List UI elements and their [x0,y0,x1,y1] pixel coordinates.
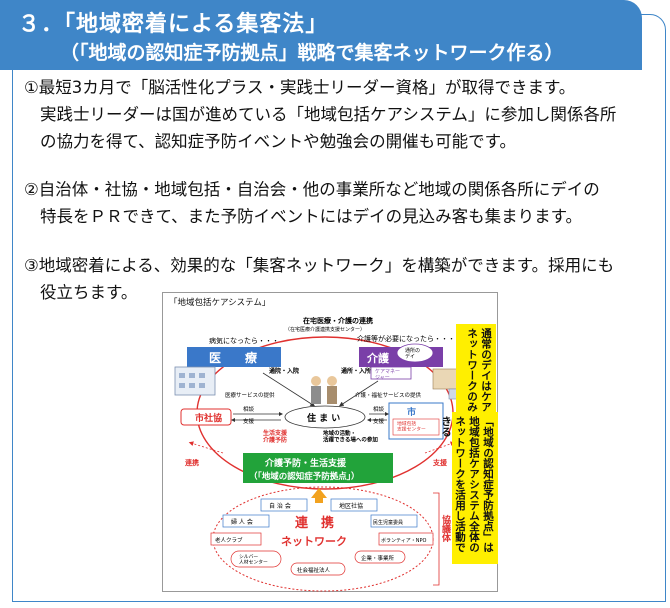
paragraph-1: ①最短3カ月で「脳活性化プラス・実践士リーダー資格」が取得できます。 実践士リー… [24,74,616,155]
paragraph-3: ③地域密着による、効果的な「集客ネットワーク」を構築ができます。採用にも 役立ち… [24,252,614,306]
houkatsu-label: 地域包括支援センター [397,420,426,433]
shakai-fukushi-box [290,562,346,576]
shien-right: 支援 [373,417,385,425]
section-header: ３．「地域密着による集客法」 （「地域の認知症予防拠点」戦略で集客ネットワーク作… [0,0,642,70]
p1-line2: 実践士リーダーは国が進めている「地域包括ケアシステム」に参加し関係各所 [40,105,617,124]
shakyou-label: 市社協 [195,412,222,424]
shakyou-box [180,408,232,426]
chiku-shakyou-label: 地区社協 [339,502,363,510]
up-arrow-icon [311,488,327,503]
shakai-fukushi-label: 社会福祉法人 [297,566,331,574]
zaitaku-sub-label: （在宅医療介護連携支援センター） [285,326,365,333]
callout-prevention-base: 「地域の認知症予防拠点」は地域包括ケアシステム全体のネットワークを活用し活動でき… [440,412,498,564]
silver-box [230,550,282,568]
tsuusho-label: 通所のデイ [405,347,420,360]
caremanager-box [370,366,412,380]
fujinkai-box [222,514,270,528]
p2-line2: 特長をＰＲできて、また予防イベントにはデイの見込み客も集まります。 [40,207,583,226]
seikatsu-label: 生活支援介護予防 [262,429,288,444]
sumai-ellipse [284,405,366,429]
network-label: ネットワーク [281,535,347,548]
tsuusho-bubble [396,343,434,363]
yobou-line2: （「地域の認知症予防拠点」） [249,471,360,482]
p2-line1: ②自治体・社協・地域包括・自治会・他の事業所など地域の関係各所にデイの [24,180,600,199]
diagram-svg: 「地域包括ケアシステム」 在宅医療・介護の連携 （在宅医療介護連携支援センター）… [169,297,472,592]
p1-line1: ①最短3カ月で「脳活性化プラス・実践士リーダー資格」が取得できます。 [24,78,576,97]
volunteer-label: ボランティア・NPO [381,537,426,544]
diagram-title: 「地域包括ケアシステム」 [169,297,270,308]
iryou-label: 医 療 [209,350,257,365]
elder-person-icon [311,376,321,386]
katsudou-label: 地域の活動・活躍できる場への参加 [323,429,378,443]
byouki-label: 病気になったら・・・ [209,336,279,345]
kaigo-need-label: 介護等が必要になったら・・・ [357,334,455,343]
chiku-shakyou-box [330,498,378,512]
kyougitai-label: 協議体 [440,514,451,543]
minsei-label: 民生児童委員 [373,519,403,526]
paragraph-2: ②自治体・社協・地域包括・自治会・他の事業所など地域の関係各所にデイの 特長をＰ… [24,176,600,230]
soudan-right: 相談 [373,405,385,413]
soudan-left: 相談 [243,405,255,413]
silver-label: シルバー人材センター [239,554,268,566]
sumai-label: 住 ま い [307,412,340,424]
shi-label: 市 [407,406,416,418]
fujinkai-label: 婦 人 会 [231,518,253,526]
iryou-box [187,347,281,367]
kaigo-label: 介護 [366,351,390,365]
caremanager-label: ケアマネージャー [375,368,400,381]
roujin-label: 老人クラブ [215,536,243,544]
elder-person-icon [327,376,337,386]
shien-left: 支援 [243,417,255,425]
section-subtitle: （「地域の認知症予防拠点」戦略で集客ネットワーク作る） [60,42,564,64]
care-system-diagram: 「地域包括ケアシステム」 在宅医療・介護の連携 （在宅医療介護連携支援センター）… [162,292,498,592]
jichikai-label: 自 治 会 [269,502,291,510]
houkatsu-box [392,418,440,436]
roujin-box [210,532,262,546]
volunteer-box [378,532,434,546]
section-title: ３．「地域密着による集客法」 [18,12,329,37]
p3-line1: ③地域密着による、効果的な「集客ネットワーク」を構築ができます。採用にも [24,256,615,275]
hospital-icon [174,366,216,396]
tsuuin-label: 通院・入院 [269,367,299,375]
tsuusho-nyuusho-label: 通所・入所 [341,367,371,375]
kaigo-service-label: 介護・福祉サービスの提供 [355,391,422,399]
zaitaku-label: 在宅医療・介護の連携 [303,316,373,325]
p3-line2: 役立ちます。 [40,283,138,302]
minsei-box [370,514,418,528]
renkei-big-label: 連 携 [295,515,334,531]
p1-line3: の協力を得て、認知症予防イベントや勉強会の開催も可能です。 [40,132,517,151]
renkei-left-label: 連携 [185,458,199,467]
kigyou-label: 企業・事業所 [361,554,395,562]
iryou-service-label: 医療サービスの提供 [225,391,275,399]
renkei-right-label: 支援 [432,458,448,467]
yobou-box [243,453,393,483]
jichikai-box [260,498,308,512]
kigyou-box [354,550,406,564]
yobou-line1: 介護予防・生活支援 [264,457,347,469]
